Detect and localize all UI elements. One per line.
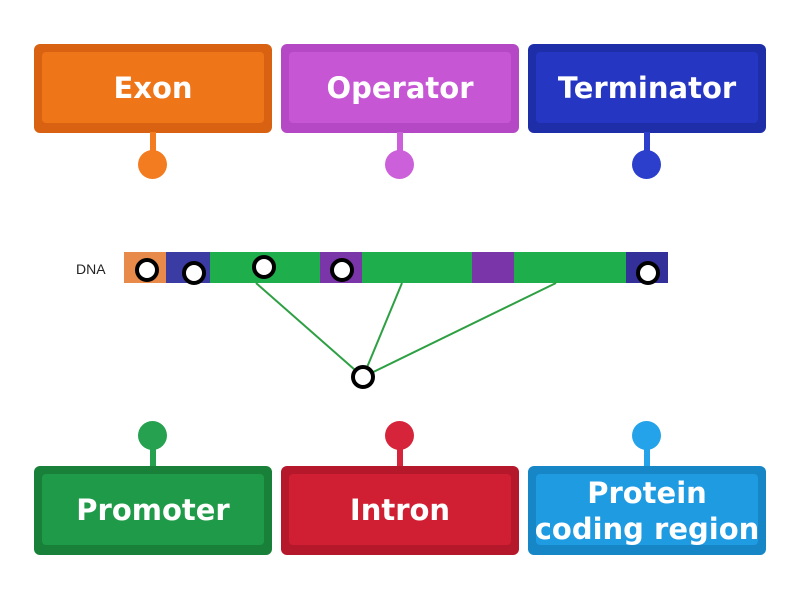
exon-label: Exon	[113, 71, 193, 106]
exon-stem	[150, 132, 156, 154]
protein-coding-stem	[644, 446, 650, 468]
terminator-stem	[644, 132, 650, 154]
pin-promoter[interactable]	[135, 258, 159, 282]
terminator-knob[interactable]	[632, 150, 661, 179]
exon-knob[interactable]	[138, 150, 167, 179]
connector-line-2	[362, 282, 403, 378]
connector-line-3	[362, 282, 557, 378]
intron-tile[interactable]: Intron	[281, 466, 519, 555]
promoter-stem	[150, 446, 156, 468]
protein-coding-label-line2: coding region	[534, 511, 760, 546]
pin-operator[interactable]	[182, 261, 206, 285]
exon-segment-2	[362, 252, 472, 283]
pin-terminator[interactable]	[636, 261, 660, 285]
intron-segment-2	[472, 252, 514, 283]
exon-tile[interactable]: Exon	[34, 44, 272, 133]
operator-label: Operator	[326, 71, 474, 106]
promoter-tile-face	[42, 474, 264, 545]
promoter-tile[interactable]: Promoter	[34, 466, 272, 555]
protein-coding-knob[interactable]	[632, 421, 661, 450]
drop-pins	[135, 255, 660, 389]
connector-line-1	[255, 282, 364, 378]
dna-strand	[124, 252, 668, 283]
terminator-label: Terminator	[557, 71, 737, 106]
terminator-tile-face	[536, 52, 758, 123]
operator-stem	[397, 132, 403, 154]
promoter-knob[interactable]	[138, 421, 167, 450]
exon-segment-3	[514, 252, 626, 283]
terminator-tile[interactable]: Terminator	[528, 44, 766, 133]
promoter-label: Promoter	[76, 493, 230, 528]
protein-coding-tile-face	[536, 474, 758, 545]
intron-knob[interactable]	[385, 421, 414, 450]
protein-coding-label-line1: Protein	[587, 475, 707, 510]
intron-label: Intron	[349, 493, 451, 528]
operator-knob[interactable]	[385, 150, 414, 179]
intron-tile-face	[289, 474, 511, 545]
pin-exon[interactable]	[252, 255, 276, 279]
protein-coding-tile[interactable]: Protein coding region	[528, 466, 766, 555]
operator-tile-face	[289, 52, 511, 123]
pin-protein-coding[interactable]	[351, 365, 375, 389]
intron-stem	[397, 446, 403, 468]
protein-coding-label: Protein coding region	[531, 475, 764, 547]
exon-tile-face	[42, 52, 264, 123]
pin-intron[interactable]	[330, 258, 354, 282]
exon-connectors	[255, 282, 557, 378]
dna-label: DNA	[76, 261, 106, 277]
operator-tile[interactable]: Operator	[281, 44, 519, 133]
